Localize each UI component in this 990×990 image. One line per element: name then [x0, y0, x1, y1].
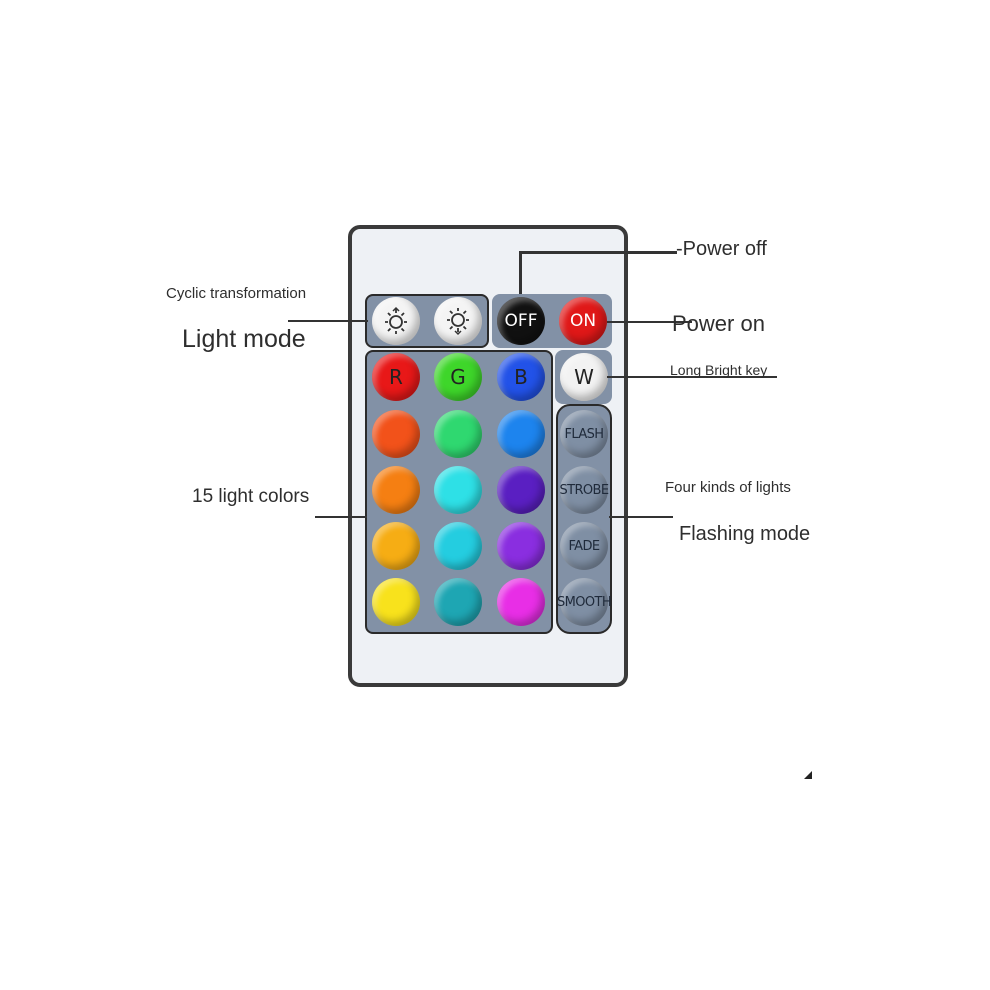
color-button[interactable] — [434, 410, 482, 458]
flashing-mode-label: Flashing mode — [679, 523, 811, 545]
color-button[interactable] — [497, 410, 545, 458]
four-kinds-of-lights-label: Four kinds of lights — [665, 479, 791, 496]
power-off-button[interactable]: OFF — [497, 297, 545, 345]
power-on-label: Power on — [672, 311, 765, 336]
color-button[interactable] — [372, 466, 420, 514]
power-off-leader-vertical — [519, 251, 522, 294]
power-off-label: -Power off — [676, 238, 767, 260]
flash-button[interactable]: FLASH — [560, 410, 608, 458]
b-button[interactable]: B — [497, 353, 545, 401]
light-mode-label: Light mode — [182, 325, 306, 353]
smooth-button[interactable]: SMOOTH — [557, 578, 612, 626]
light-mode-leader — [288, 320, 368, 322]
r-button[interactable]: R — [372, 353, 420, 401]
color-button[interactable] — [434, 578, 482, 626]
brightness-up-icon — [385, 306, 407, 334]
g-button[interactable]: G — [434, 353, 482, 401]
brightness-down-button[interactable] — [434, 297, 482, 345]
brightness-down-icon — [447, 308, 469, 336]
brightness-up-button[interactable] — [372, 297, 420, 345]
strobe-button[interactable]: STROBE — [560, 466, 609, 514]
color-button[interactable] — [497, 466, 545, 514]
light-colors-label: 15 light colors — [192, 486, 310, 507]
power-on-button[interactable]: ON — [559, 297, 607, 345]
cyclic-transformation-label: Cyclic transformation — [166, 285, 307, 302]
color-button[interactable] — [372, 410, 420, 458]
corner-mark-icon — [804, 771, 812, 779]
light-colors-leader — [315, 516, 367, 518]
flashing-mode-leader — [609, 516, 673, 518]
fade-button[interactable]: FADE — [560, 522, 608, 570]
white-button[interactable]: W — [560, 353, 608, 401]
color-button[interactable] — [372, 578, 420, 626]
long-bright-key-label: Long Bright key — [670, 362, 768, 378]
long-bright-key-leader — [607, 376, 777, 378]
color-button[interactable] — [497, 522, 545, 570]
power-off-leader-horizontal — [519, 251, 677, 254]
color-button[interactable] — [434, 522, 482, 570]
power-on-leader — [607, 321, 692, 323]
color-button[interactable] — [497, 578, 545, 626]
color-button[interactable] — [434, 466, 482, 514]
color-button[interactable] — [372, 522, 420, 570]
